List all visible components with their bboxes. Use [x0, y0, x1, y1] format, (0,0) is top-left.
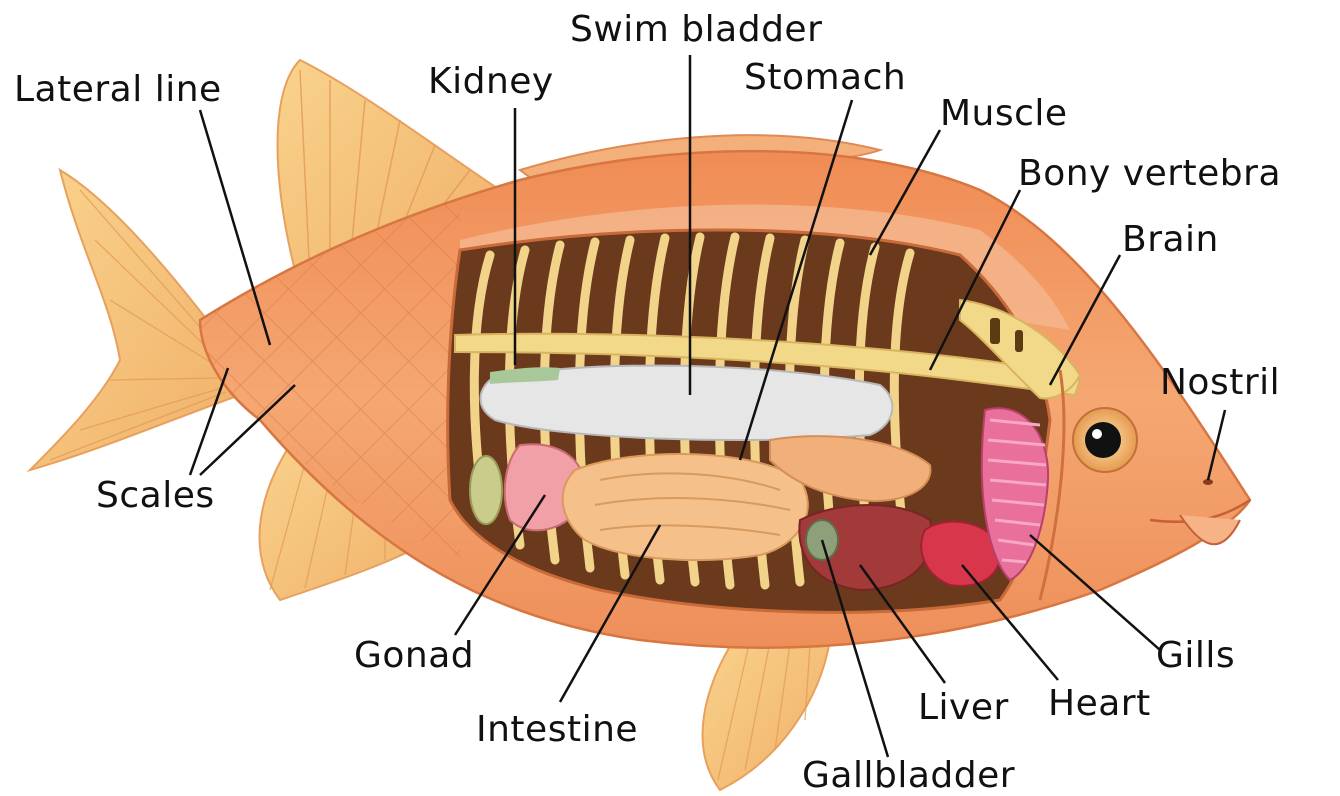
label-brain: Brain	[1122, 222, 1219, 258]
label-intestine: Intestine	[476, 712, 638, 748]
eye	[1073, 408, 1137, 472]
label-liver: Liver	[918, 690, 1009, 726]
label-lateral-line: Lateral line	[14, 72, 222, 108]
label-gills: Gills	[1156, 638, 1235, 674]
label-stomach: Stomach	[744, 60, 906, 96]
label-nostril: Nostril	[1160, 365, 1280, 401]
label-swim-bladder: Swim bladder	[570, 12, 822, 48]
label-gallbladder: Gallbladder	[802, 758, 1015, 794]
label-heart: Heart	[1048, 686, 1151, 722]
label-muscle: Muscle	[940, 96, 1068, 132]
label-gonad: Gonad	[354, 638, 474, 674]
label-scales: Scales	[96, 478, 215, 514]
label-kidney: Kidney	[428, 64, 554, 100]
label-bony-vertebra: Bony vertebra	[1018, 156, 1281, 192]
